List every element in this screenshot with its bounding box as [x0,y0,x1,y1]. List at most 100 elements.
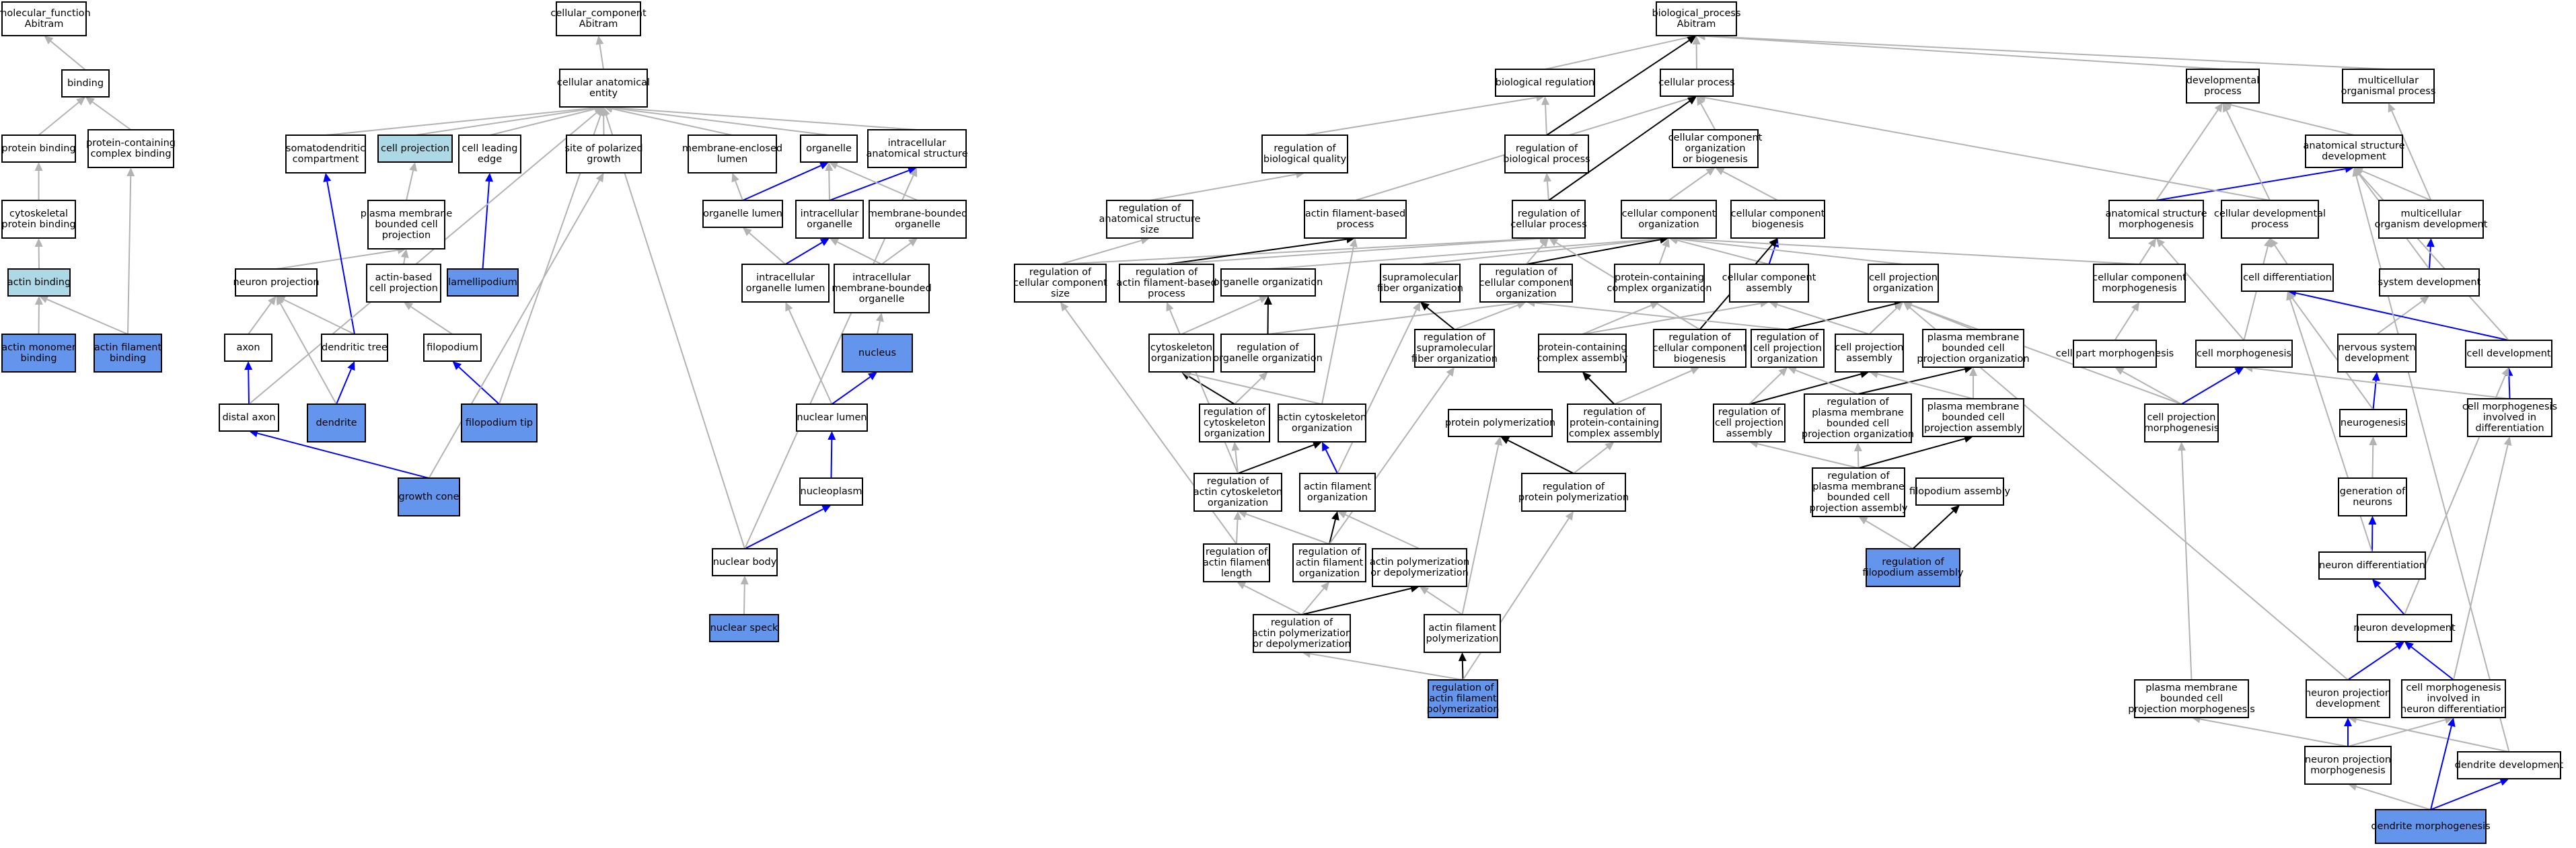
go-term-node-dendev[interactable]: dendrite development [2455,751,2564,779]
go-term-node-actinbind[interactable]: actin binding [7,268,71,297]
go-term-node-bioreg[interactable]: biological regulation [1495,69,1595,97]
go-term-node-celldiff[interactable]: cell differentiation [2241,264,2334,292]
go-term-node-orgorg[interactable]: organelle organization [1214,268,1323,297]
go-term-node-nucbody[interactable]: nuclear body [712,548,778,576]
go-term-node-axon[interactable]: axon [224,334,272,362]
go-term-node-celldev[interactable]: cell development [2465,340,2552,368]
go-term-node-organelle[interactable]: organelle [800,134,858,163]
go-term-node-neurdev[interactable]: neuron development [2353,614,2456,642]
go-term-node-neurdiff[interactable]: neuron differentiation [2318,551,2426,580]
go-term-node-nucleus[interactable]: nucleus [842,334,913,373]
go-term-node-denmorph[interactable]: dendrite morphogenesis [2371,809,2491,844]
go-term-node-cpm[interactable]: cell part morphogenesis [2056,340,2174,368]
go-term-node-lamelli[interactable]: lamellipodium [447,268,519,297]
go-term-node-nucspeck[interactable]: nuclear speck [709,614,779,642]
go-term-node-filoasm[interactable]: filopodium assembly [1909,477,2011,506]
go-term-node-growth[interactable]: growth cone [398,477,460,516]
go-term-node-dendrite[interactable]: dendrite [307,403,366,442]
go-term-node-protpoly[interactable]: protein polymerization [1445,409,1555,437]
go-term-node-orglumen[interactable]: organelle lumen [702,200,783,228]
go-term-node-nucleoplasm[interactable]: nucleoplasm [799,477,863,506]
go-term-node-cellmorph[interactable]: cell morphogenesis [2195,340,2293,368]
go-term-node-dtree[interactable]: dendritic tree [321,334,388,362]
go-term-node-filotip[interactable]: filopodium tip [461,403,538,442]
go-term-node-distal[interactable]: distal axon [219,403,279,432]
go-term-node-protbind[interactable]: protein binding [1,134,76,163]
go-term-node-cellproj[interactable]: cell projection [377,134,453,163]
go-term-node-nuclumen[interactable]: nuclear lumen [796,403,868,432]
go-term-node-neurogen[interactable]: neurogenesis [2339,409,2407,437]
go-term-node-neuproj[interactable]: neuron projection [233,268,320,297]
